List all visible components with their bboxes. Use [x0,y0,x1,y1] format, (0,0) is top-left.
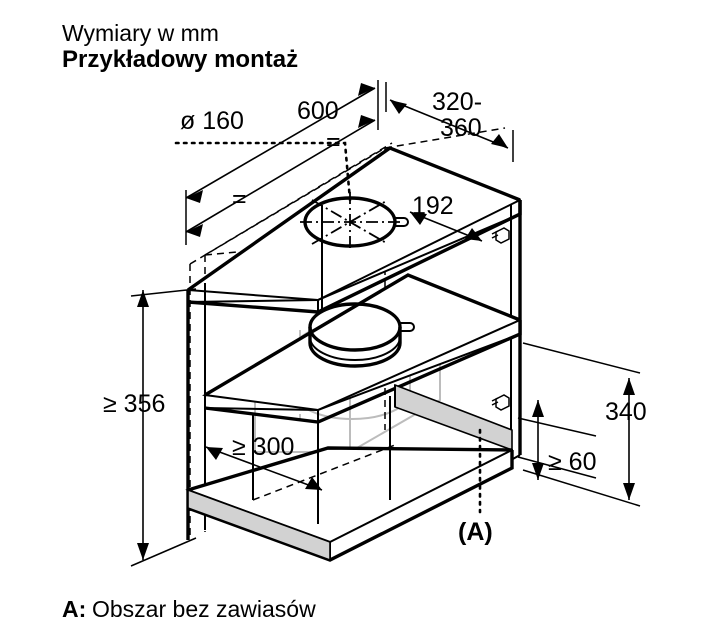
callout-area-a: (A) [458,428,493,546]
dimension-duct-offset: 192 [409,192,483,242]
equal-mark-top: = [326,128,341,156]
dimension-opening-300: ≥ 300 [205,433,323,491]
legend: A: Obszar bez zawiasów [62,596,316,622]
legend-key: A: [62,596,86,622]
dimension-height-356: ≥ 356 [103,288,197,567]
dimension-depth-label-1: 320- [432,88,482,116]
hinge-icon-lower [491,394,510,411]
cabinet-top-panel [185,146,522,314]
hinge-free-area-front [187,488,331,562]
dimension-height-356-label: ≥ 356 [103,390,165,418]
dimension-opening-300-label: ≥ 300 [232,433,294,461]
dimension-duct-offset-label: 192 [412,192,454,220]
legend-text: Obszar bez zawiasów [92,596,316,622]
dimension-height-340: 340 [522,342,647,507]
hinge-free-area-side [394,383,513,452]
dimension-depth: 320- 360 [385,82,514,162]
page-subtitle: Wymiary w mm [62,20,219,46]
dimension-height-340-label: 340 [605,398,647,426]
equal-mark-left: = [232,185,247,213]
dimension-depth-label-2: 360 [440,114,482,142]
hinge-icon-upper [491,227,510,244]
lower-duct-cylinder [308,302,415,368]
dimension-diameter: ø 160 [174,107,352,202]
dimension-width-label: 600 [297,97,339,125]
page-title: Przykładowy montaż [62,46,298,73]
dimension-diameter-label: ø 160 [180,107,244,135]
callout-area-a-label: (A) [458,518,493,546]
dimension-gap-60: ≥ 60 [517,400,596,480]
dimension-width-600: 600 = = [185,80,379,245]
cabinet-middle-shelf [202,273,522,424]
dimension-gap-60-label: ≥ 60 [548,448,596,476]
